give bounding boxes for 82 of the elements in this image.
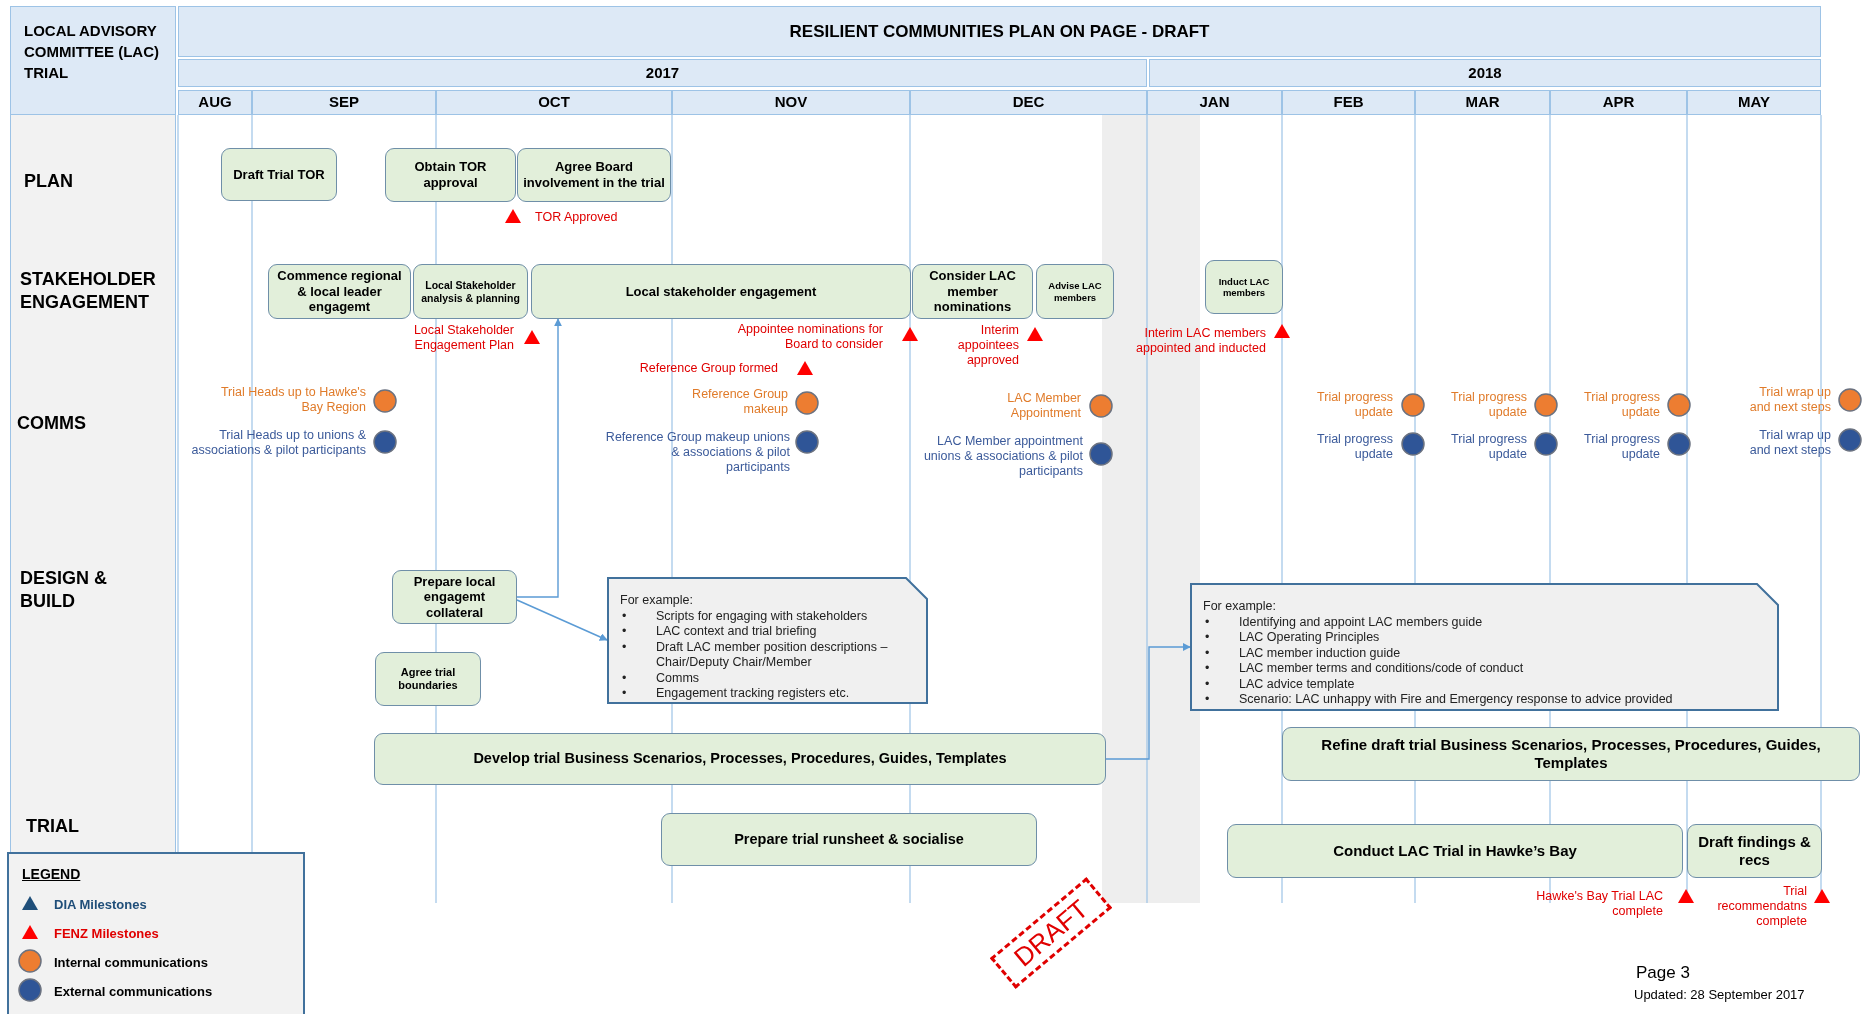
comms-label: Reference Group makeup <box>691 387 788 417</box>
list-item: • Comms <box>621 670 701 686</box>
task-box: Advise LAC members <box>1036 264 1114 319</box>
task-box: Local Stakeholder analysis & planning <box>413 264 528 319</box>
note-heading: For example: <box>1203 599 1277 615</box>
list-item: • LAC Operating Principles <box>1204 630 1381 646</box>
title-bar: RESILIENT COMMUNITIES PLAN ON PAGE - DRAFT <box>178 6 1821 57</box>
milestone-label: Trial recommendatns complete <box>1716 884 1807 929</box>
milestone-label: Local Stakeholder Engagement Plan <box>412 323 514 353</box>
arrow <box>516 318 562 598</box>
comms-label: Trial Heads up to unions & associations & pilot participants <box>190 428 366 458</box>
month-header: APR <box>1550 90 1687 115</box>
update-date: Updated: 28 September 2017 <box>1634 986 1806 1004</box>
month-header: SEP <box>252 90 436 115</box>
milestone-label: Hawke's Bay Trial LAC complete <box>1535 889 1663 919</box>
month-header: OCT <box>436 90 672 115</box>
comms-label: Trial progress update <box>1583 390 1660 420</box>
legend-text: FENZ Milestones <box>54 925 159 943</box>
legend-text: Internal communications <box>54 954 208 972</box>
task-box: Agree trial boundaries <box>375 652 481 706</box>
header-cell: LOCAL ADVISORY COMMITTEE (LAC) TRIAL <box>10 6 176 115</box>
legend-text: DIA Milestones <box>54 896 147 914</box>
comms-label: LAC Member Appointment <box>1006 391 1081 421</box>
comms-label: Trial Heads up to Hawke's Bay Region <box>219 385 366 415</box>
month-header: JAN <box>1147 90 1282 115</box>
comms-label: Reference Group makeup unions & associations & pilot participants <box>605 430 790 475</box>
comms-label: Trial progress update <box>1316 432 1393 462</box>
legend-text: External communications <box>54 983 213 1001</box>
task-box: Induct LAC members <box>1205 260 1283 314</box>
list-item: • LAC member terms and conditions/code of conduct <box>1204 661 1525 677</box>
comms-label: Trial progress update <box>1583 432 1660 462</box>
row-header: STAKEHOLDER ENGAGEMENT <box>20 268 157 314</box>
row-header: COMMS <box>17 412 87 435</box>
list-item: • Scenario: LAC unhappy with Fire and Emergency response to advice provided <box>1204 692 1674 708</box>
page-number: Page 3 <box>1636 962 1691 984</box>
task-box: Prepare local engagemt collateral <box>392 570 517 624</box>
list-item: • Identifying and appoint LAC members guide <box>1204 614 1484 630</box>
comms-label: Trial progress update <box>1450 432 1527 462</box>
note-heading: For example: <box>620 593 694 609</box>
milestone-label: Appointee nominations for Board to consider <box>736 322 883 352</box>
list-item: • Draft LAC member position descriptions – Chair/Deputy Chair/Member <box>621 639 889 671</box>
task-box: Conduct LAC Trial in Hawke’s Bay <box>1227 824 1683 878</box>
task-box: Local stakeholder engagement <box>531 264 911 319</box>
month-header: FEB <box>1282 90 1415 115</box>
milestone-label: Interim appointees approved <box>956 323 1019 368</box>
note-box <box>607 577 928 704</box>
comms-label: Trial wrap up and next steps <box>1748 428 1831 458</box>
comms-label: Trial wrap up and next steps <box>1748 385 1831 415</box>
note-box <box>1190 583 1779 711</box>
year-header: 2018 <box>1149 59 1821 87</box>
milestone-label: TOR Approved <box>535 210 619 225</box>
list-item: • Scripts for engaging with stakeholders <box>621 608 869 624</box>
month-header: DEC <box>910 90 1147 115</box>
task-box: Commence regional & local leader engagemt <box>268 264 411 319</box>
list-item: • LAC member induction guide <box>1204 645 1402 661</box>
legend-heading: LEGEND <box>22 865 82 884</box>
comms-label: LAC Member appointment unions & associations & pilot participants <box>922 434 1083 479</box>
month-header: AUG <box>178 90 252 115</box>
arrow <box>516 599 608 641</box>
month-header: MAY <box>1687 90 1821 115</box>
list-item: • Engagement tracking registers etc. <box>621 686 851 702</box>
milestone-label: Reference Group formed <box>638 361 778 376</box>
row-header: PLAN <box>24 170 74 193</box>
list-item: • LAC context and trial briefing <box>621 624 818 640</box>
row-header: DESIGN & BUILD <box>20 567 108 613</box>
task-box: Develop trial Business Scenarios, Processes, Procedures, Guides, Templates <box>374 733 1106 785</box>
month-header: MAR <box>1415 90 1550 115</box>
task-box: Consider LAC member nominations <box>912 264 1033 319</box>
comms-label: Trial progress update <box>1316 390 1393 420</box>
milestone-label: Interim LAC members appointed and inducted <box>1136 326 1266 356</box>
task-box: Draft Trial TOR <box>221 148 337 201</box>
task-box: Obtain TOR approval <box>385 148 516 202</box>
task-box: Agree Board involvement in the trial <box>517 148 671 202</box>
arrow <box>1105 643 1191 760</box>
year-header: 2017 <box>178 59 1147 87</box>
task-box: Prepare trial runsheet & socialise <box>661 813 1037 866</box>
comms-label: Trial progress update <box>1450 390 1527 420</box>
month-header: NOV <box>672 90 910 115</box>
row-header: TRIAL <box>26 815 80 838</box>
task-box: Draft findings & recs <box>1687 824 1822 878</box>
list-item: • LAC advice template <box>1204 676 1356 692</box>
task-box: Refine draft trial Business Scenarios, Processes, Procedures, Guides, Templates <box>1282 727 1860 781</box>
